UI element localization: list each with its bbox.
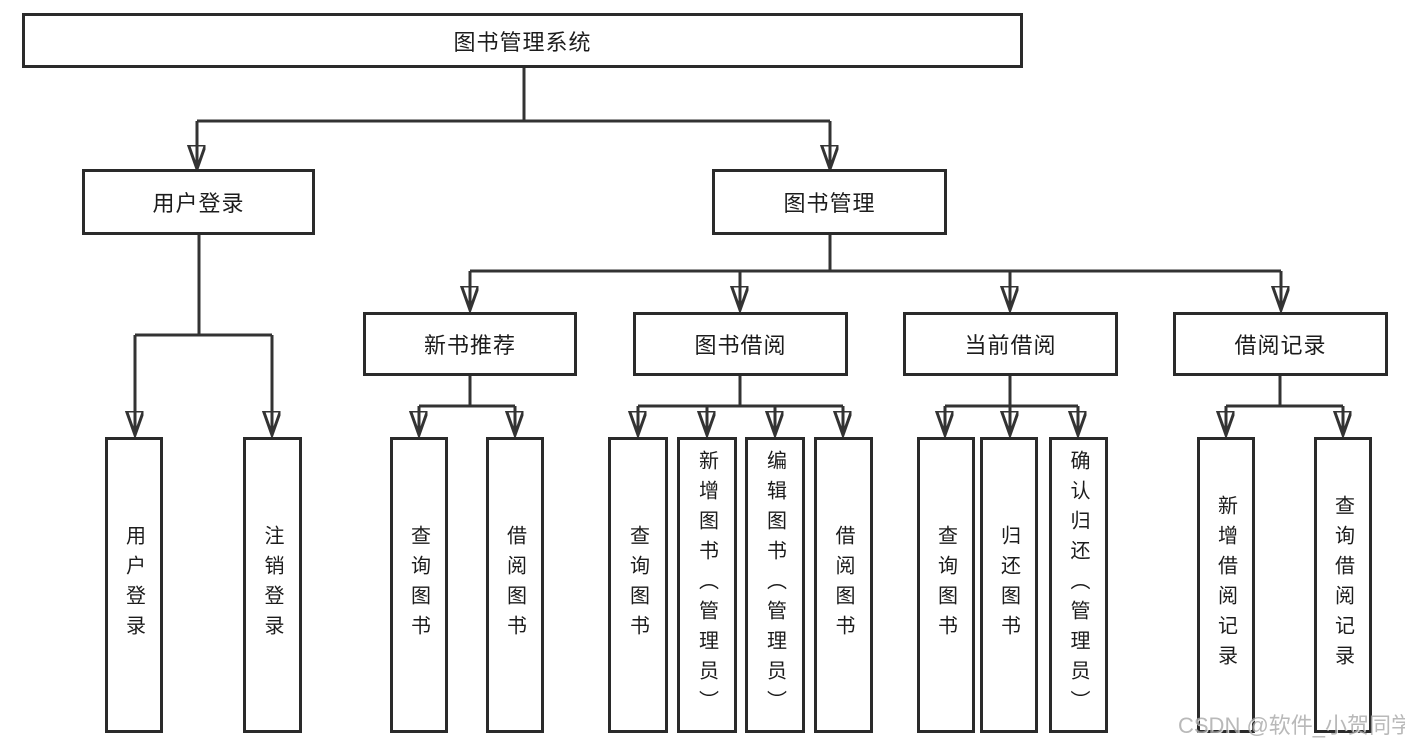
connector-currentborrow-stem	[945, 376, 1078, 408]
node-label: 图书借阅	[694, 333, 787, 358]
node-user-login: 用户登录	[82, 169, 315, 235]
node-label: 用户登录	[152, 191, 245, 216]
node-query-books-1: 查询图书	[390, 437, 448, 733]
node-label: 确认归还（管理员）	[1067, 450, 1089, 720]
node-query-books-3: 查询图书	[917, 437, 975, 733]
csdn-watermark: CSDN @软件_小贺同学	[1178, 713, 1405, 738]
connector-bookborrow-stem	[638, 376, 843, 408]
node-add-books-admin: 新增图书（管理员）	[677, 437, 737, 733]
node-query-books-2: 查询图书	[608, 437, 668, 733]
node-new-book-recommend: 新书推荐	[363, 312, 577, 376]
node-book-management: 图书管理	[712, 169, 947, 235]
node-label: 归还图书	[997, 525, 1020, 645]
node-return-books: 归还图书	[980, 437, 1038, 733]
node-borrowing-records: 借阅记录	[1173, 312, 1388, 376]
node-library-system-root: 图书管理系统	[22, 13, 1023, 68]
node-label: 新增借阅记录	[1214, 495, 1237, 675]
node-label: 注销登录	[261, 525, 283, 645]
node-query-borrow-record: 查询借阅记录	[1314, 437, 1372, 733]
node-label: 编辑图书（管理员）	[763, 450, 786, 720]
node-label: 当前借阅	[964, 333, 1057, 358]
node-user-login-leaf: 用户登录	[105, 437, 163, 733]
node-logout-leaf: 注销登录	[243, 437, 302, 733]
node-label: 用户登录	[122, 525, 145, 645]
connector-root-stem	[197, 68, 830, 123]
node-add-borrow-record: 新增借阅记录	[1197, 437, 1255, 733]
node-label: 图书管理系统	[453, 29, 592, 55]
node-current-borrowing: 当前借阅	[903, 312, 1118, 376]
node-label: 查询借阅记录	[1331, 495, 1354, 675]
node-confirm-return-admin: 确认归还（管理员）	[1049, 437, 1108, 733]
node-borrow-books-1: 借阅图书	[486, 437, 544, 733]
node-label: 新增图书（管理员）	[695, 450, 718, 720]
node-label: 借阅图书	[503, 525, 526, 645]
node-label: 查询图书	[626, 525, 649, 645]
node-label: 查询图书	[407, 525, 430, 645]
node-label: 新书推荐	[423, 333, 516, 358]
connector-newbook-stem	[419, 376, 515, 408]
node-label: 查询图书	[934, 525, 957, 645]
connector-bookmgmt-stem	[470, 235, 1281, 273]
node-edit-books-admin: 编辑图书（管理员）	[745, 437, 805, 733]
node-label: 图书管理	[783, 191, 876, 216]
node-borrow-books-2: 借阅图书	[814, 437, 873, 733]
connector-borrowrecord-stem	[1226, 376, 1343, 408]
node-book-borrowing: 图书借阅	[633, 312, 848, 376]
connector-userlogin-stem	[135, 235, 272, 337]
node-label: 借阅记录	[1234, 333, 1327, 358]
node-label: 借阅图书	[832, 525, 854, 645]
